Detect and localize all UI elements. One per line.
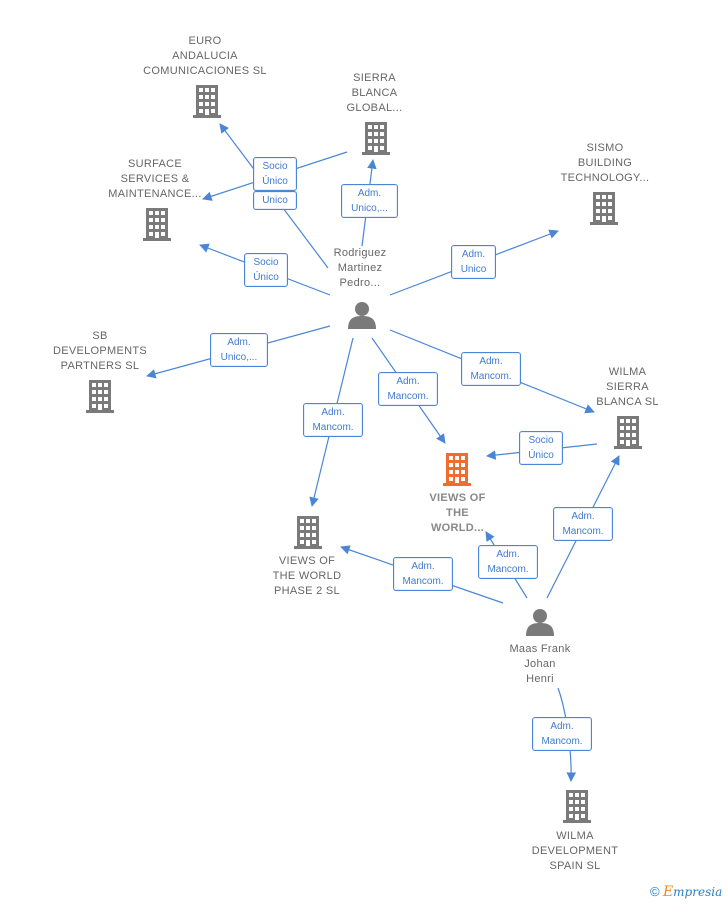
footer-brand: © Empresia <box>650 884 722 900</box>
node-label-surface[interactable]: SURFACE SERVICES & MAINTENANCE... <box>108 158 202 200</box>
edge-label-maas-wilma[interactable]: Adm. Mancom. <box>553 507 613 541</box>
wilma-dev-building-icon[interactable] <box>563 790 591 823</box>
node-label-sismo[interactable]: SISMO BUILDING TECHNOLOGY... <box>560 142 650 184</box>
edge-label-maas-phase2[interactable]: Adm. Mancom. <box>393 557 453 591</box>
brand-logo-text: mpresia <box>673 885 723 899</box>
edge-label-rodriguez-sismo[interactable]: Adm. Unico <box>451 245 496 279</box>
node-label-views-phase2[interactable]: VIEWS OF THE WORLD PHASE 2 SL <box>272 555 342 597</box>
euro-building-icon[interactable] <box>193 85 221 118</box>
surface-building-icon[interactable] <box>143 208 171 241</box>
brand-logo-initial: E <box>662 884 674 900</box>
node-label-wilma-dev[interactable]: WILMA DEVELOPMENT SPAIN SL <box>531 830 619 872</box>
node-label-views-main[interactable]: VIEWS OF THE WORLD... <box>429 492 486 534</box>
edge-label-rodriguez-surface[interactable]: Socio Único <box>244 253 288 287</box>
node-label-rodriguez[interactable]: Rodriguez Martinez Pedro... <box>333 247 387 289</box>
edge-label-rodriguez-sb[interactable]: Adm. Unico,... <box>210 333 268 367</box>
maas-person-icon[interactable] <box>526 609 554 636</box>
node-label-sb[interactable]: SB DEVELOPMENTS PARTNERS SL <box>52 330 148 372</box>
node-label-euro[interactable]: EURO ANDALUCIA COMUNICACIONES SL <box>143 35 267 77</box>
edge-label-rodriguez-wilma[interactable]: Adm. Mancom. <box>461 352 521 386</box>
rodriguez-person-icon[interactable] <box>348 302 376 329</box>
edge-label-maas-wilmadev[interactable]: Adm. Mancom. <box>532 717 592 751</box>
edge-label-rodriguez-views[interactable]: Adm. Mancom. <box>378 372 438 406</box>
node-label-wilma-sierra[interactable]: WILMA SIERRA BLANCA SL <box>596 366 659 408</box>
sb-building-icon[interactable] <box>86 380 114 413</box>
edge-label-wilma-views[interactable]: Socio Único <box>519 431 563 465</box>
node-label-sierra-global[interactable]: SIERRA BLANCA GLOBAL... <box>346 72 403 114</box>
views-main-building-icon[interactable] <box>443 453 471 486</box>
sierra-global-building-icon[interactable] <box>362 122 390 155</box>
edge-label-maas-views[interactable]: Adm. Mancom. <box>478 545 538 579</box>
node-label-maas[interactable]: Maas Frank Johan Henri <box>509 643 571 685</box>
edge-label-rodriguez-euro[interactable]: Socio Único <box>253 157 297 191</box>
edge-label-rodriguez-sierra[interactable]: Adm. Unico,... <box>341 184 398 218</box>
views-phase2-building-icon[interactable] <box>294 516 322 549</box>
copyright-icon: © <box>650 884 660 899</box>
sismo-building-icon[interactable] <box>590 192 618 225</box>
edge-label-sierra-surface[interactable]: Unico <box>253 191 297 210</box>
wilma-sierra-building-icon[interactable] <box>614 416 642 449</box>
edge-label-rodriguez-phase2[interactable]: Adm. Mancom. <box>303 403 363 437</box>
